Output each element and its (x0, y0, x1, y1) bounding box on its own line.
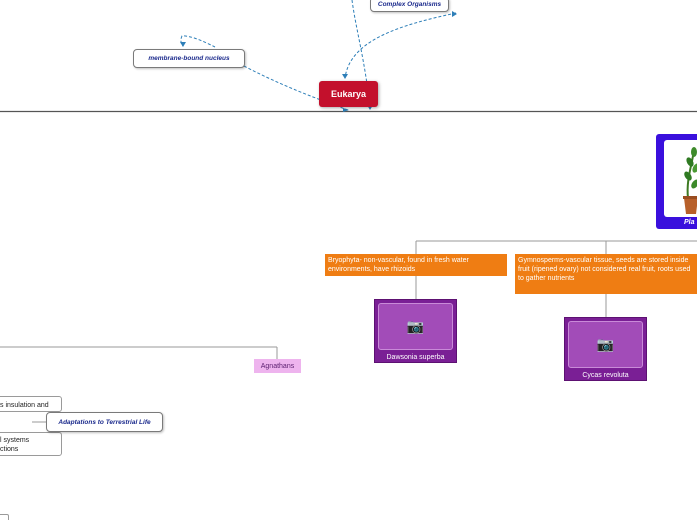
plant-caption: Pla (684, 219, 695, 226)
photo-placeholder: 📷 (378, 303, 453, 350)
node-insulation-partial[interactable]: s insulation and (0, 396, 62, 412)
node-label: Eukarya (330, 89, 367, 99)
node-agnathans[interactable]: Agnathans (254, 359, 301, 373)
node-dawsonia-superba[interactable]: 📷 Dawsonia superba (374, 299, 457, 363)
camera-icon: 📷 (406, 318, 425, 334)
node-label-line-2: ctions (0, 446, 19, 453)
tree-connectors (0, 240, 697, 423)
node-bryophyta[interactable]: Bryophyta- non-vascular, found in fresh … (325, 254, 507, 276)
connector-complex-loop (344, 12, 457, 79)
camera-icon: 📷 (596, 336, 615, 352)
node-complex-organisms[interactable]: Complex Organisms (370, 0, 449, 12)
node-label: s insulation and (0, 402, 49, 409)
node-label: membrane-bound nucleus (148, 55, 230, 62)
node-plant-card[interactable]: Pla (656, 134, 697, 229)
node-adaptations-terrestrial-life[interactable]: Adaptations to Terrestrial Life (46, 412, 163, 432)
node-label: Gymnosperms-vascular tissue, seeds are s… (518, 257, 691, 282)
plant-image-frame (664, 140, 697, 217)
node-label-line-1: l systems (0, 437, 30, 444)
node-gymnosperms[interactable]: Gymnosperms-vascular tissue, seeds are s… (515, 254, 697, 294)
photo-caption: Cycas revoluta (582, 372, 629, 379)
connector-nucleus-to-eukarya (243, 65, 349, 111)
connector-nucleus-loop (180, 35, 216, 48)
node-label: Complex Organisms (377, 1, 442, 8)
potted-plant-icon (683, 147, 697, 214)
node-label: Adaptations to Terrestrial Life (58, 418, 151, 426)
node-cycas-revoluta[interactable]: 📷 Cycas revoluta (564, 317, 647, 381)
node-eukarya[interactable]: Eukarya (319, 81, 378, 107)
node-partial-bottom[interactable] (0, 514, 9, 520)
node-systems-partial[interactable]: l systems ctions (0, 432, 62, 456)
photo-caption: Dawsonia superba (386, 354, 445, 361)
node-label: Agnathans (260, 362, 295, 370)
node-label: Bryophyta- non-vascular, found in fresh … (328, 257, 469, 273)
photo-placeholder: 📷 (568, 321, 643, 368)
node-membrane-bound-nucleus[interactable]: membrane-bound nucleus (133, 49, 245, 68)
